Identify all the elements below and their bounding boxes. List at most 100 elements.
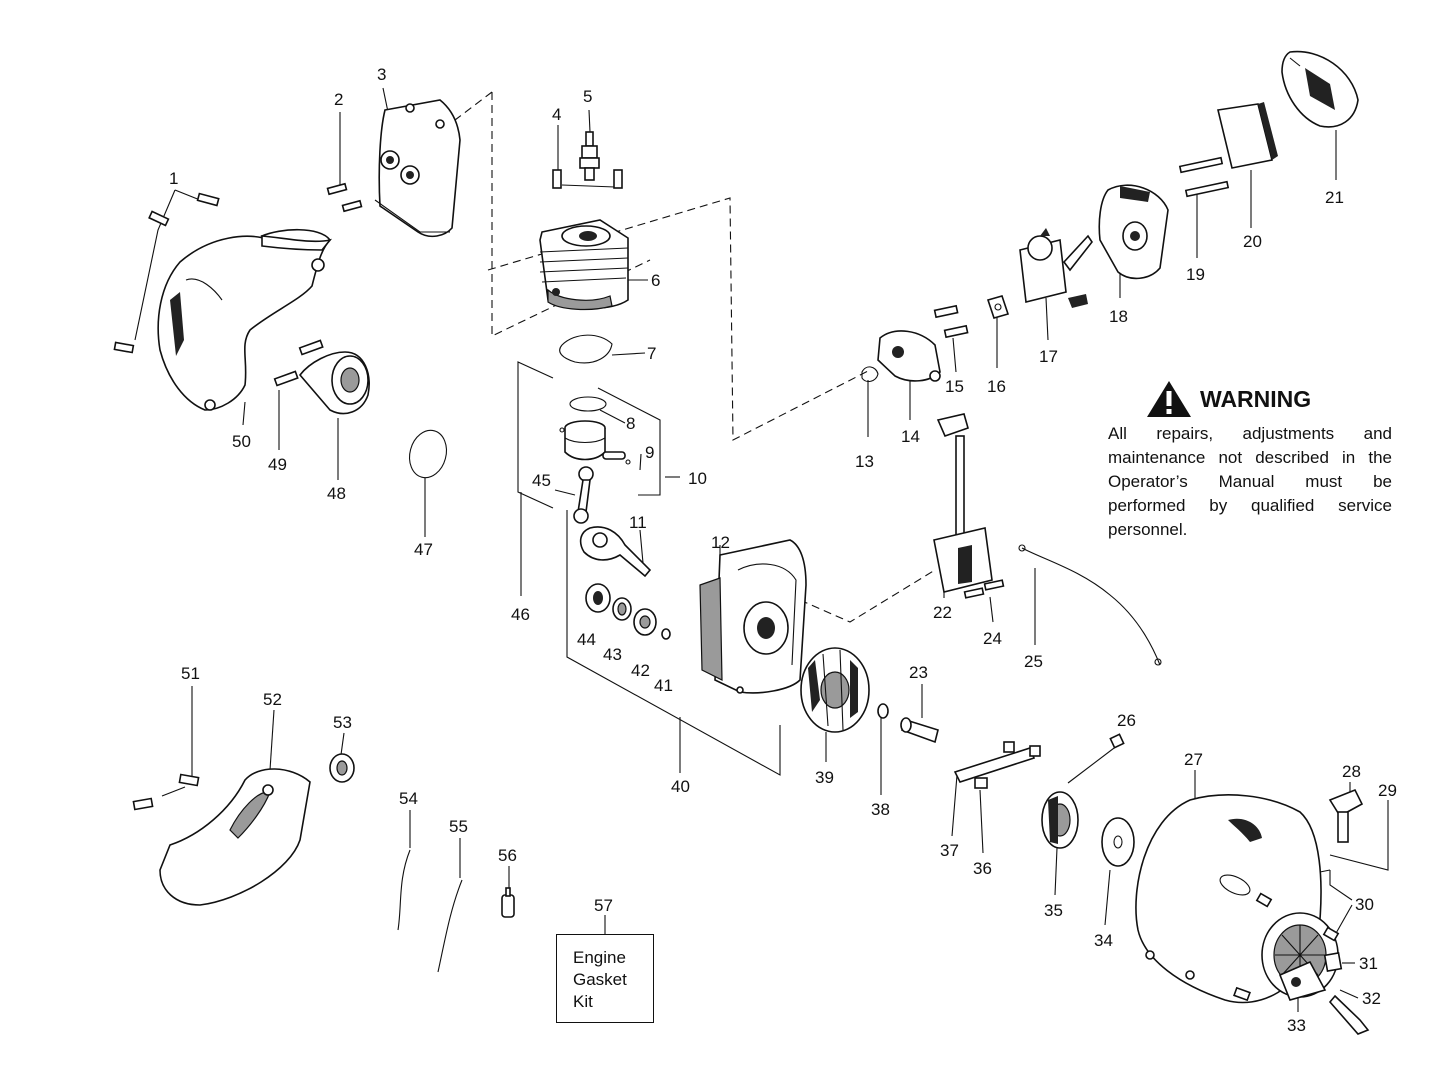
part-starter-spool (1041, 791, 1079, 849)
part-screws-1 (113, 192, 220, 354)
part-labels: 1 2 3 4 5 6 7 8 9 10 11 12 13 14 15 16 1… (169, 65, 1397, 1035)
part-carburetor (1019, 228, 1093, 308)
label-part-25: 25 (1024, 652, 1043, 671)
label-part-32: 32 (1362, 989, 1381, 1008)
label-part-9: 9 (645, 443, 654, 462)
label-part-38: 38 (871, 800, 890, 819)
part-spacer (900, 717, 939, 744)
engine-gasket-kit-box: Engine Gasket Kit (556, 934, 654, 1023)
assembly-dashed-lines (454, 91, 936, 623)
warning-title: WARNING (1200, 385, 1312, 412)
part-o-ring (408, 429, 448, 479)
part-flywheel (800, 647, 870, 733)
part-spring-washer (1101, 817, 1135, 867)
part-screws-51 (132, 773, 200, 811)
label-part-31: 31 (1359, 954, 1378, 973)
label-part-27: 27 (1184, 750, 1203, 769)
label-part-18: 18 (1109, 307, 1128, 326)
label-part-8: 8 (626, 414, 635, 433)
label-part-44: 44 (577, 630, 596, 649)
label-part-47: 47 (414, 540, 433, 559)
label-part-51: 51 (181, 664, 200, 683)
label-part-43: 43 (603, 645, 622, 664)
part-screws-30 (1233, 892, 1340, 1002)
label-part-6: 6 (651, 271, 660, 290)
label-part-3: 3 (377, 65, 386, 84)
label-part-10: 10 (688, 469, 707, 488)
label-part-12: 12 (711, 533, 730, 552)
part-screws-19 (1178, 156, 1230, 198)
label-part-4: 4 (552, 105, 561, 124)
part-nut (329, 753, 355, 783)
label-part-14: 14 (901, 427, 920, 446)
label-part-48: 48 (327, 484, 346, 503)
part-washer (877, 703, 889, 719)
part-ignition-module (933, 413, 993, 593)
label-part-13: 13 (855, 452, 874, 471)
label-part-42: 42 (631, 661, 650, 680)
part-starter-assembly (1261, 912, 1339, 1001)
part-fuel-tank-cover (159, 768, 311, 906)
label-part-26: 26 (1117, 711, 1136, 730)
label-part-33: 33 (1287, 1016, 1306, 1035)
label-part-50: 50 (232, 432, 251, 451)
part-air-filter-base (1098, 184, 1169, 280)
label-part-22: 22 (933, 603, 952, 622)
label-part-21: 21 (1325, 188, 1344, 207)
part-piston-ring (569, 396, 607, 412)
label-part-17: 17 (1039, 347, 1058, 366)
part-piston (559, 420, 631, 465)
warning-header: WARNING (1146, 380, 1392, 418)
part-crankcase (699, 539, 807, 694)
part-engine-shroud (157, 228, 333, 411)
warning-notice: WARNING All repairs, adjustments and mai… (1108, 380, 1392, 542)
part-pawl (1323, 951, 1343, 973)
part-intake-manifold (877, 330, 941, 382)
label-part-7: 7 (647, 344, 656, 363)
part-starter-handle (1328, 788, 1364, 843)
part-spark-plug (579, 131, 600, 181)
part-screws-24 (963, 579, 1005, 599)
part-screws-15 (933, 304, 969, 339)
part-air-filter-cover (1281, 50, 1359, 128)
warning-text: All repairs, adjustments and maintenance… (1108, 424, 1392, 539)
part-muffler (374, 99, 461, 238)
part-ground-wire (1018, 544, 1162, 666)
label-part-36: 36 (973, 859, 992, 878)
part-carburetor-gasket (986, 295, 1010, 319)
label-part-41: 41 (654, 676, 673, 695)
label-part-55: 55 (449, 817, 468, 836)
part-crankshaft (579, 526, 652, 578)
part-fuel-lines (397, 849, 463, 973)
label-part-56: 56 (498, 846, 517, 865)
part-bracket (953, 741, 1041, 789)
label-part-40: 40 (671, 777, 690, 796)
label-part-34: 34 (1094, 931, 1113, 950)
kit-line-1: Engine (573, 948, 626, 967)
label-part-11: 11 (629, 513, 647, 532)
part-starter-pulley (298, 351, 370, 415)
part-screws-4 (552, 169, 623, 189)
part-air-filter (1217, 102, 1278, 169)
label-part-28: 28 (1342, 762, 1361, 781)
label-part-15: 15 (945, 377, 964, 396)
leader-lines (134, 87, 1389, 1012)
part-screw-26 (1109, 733, 1125, 749)
part-screws-2 (326, 182, 363, 213)
label-part-20: 20 (1243, 232, 1262, 251)
label-part-49: 49 (268, 455, 287, 474)
label-part-53: 53 (333, 713, 352, 732)
label-part-30: 30 (1355, 895, 1374, 914)
label-part-46: 46 (511, 605, 530, 624)
part-bearings (585, 583, 671, 640)
label-part-37: 37 (940, 841, 959, 860)
label-part-2: 2 (334, 90, 343, 109)
label-part-5: 5 (583, 87, 592, 106)
label-part-35: 35 (1044, 901, 1063, 920)
label-part-39: 39 (815, 768, 834, 787)
part-connecting-rod (573, 466, 594, 524)
label-part-45: 45 (532, 471, 551, 490)
warning-triangle-icon (1147, 381, 1191, 417)
part-spring-32 (1328, 994, 1370, 1035)
